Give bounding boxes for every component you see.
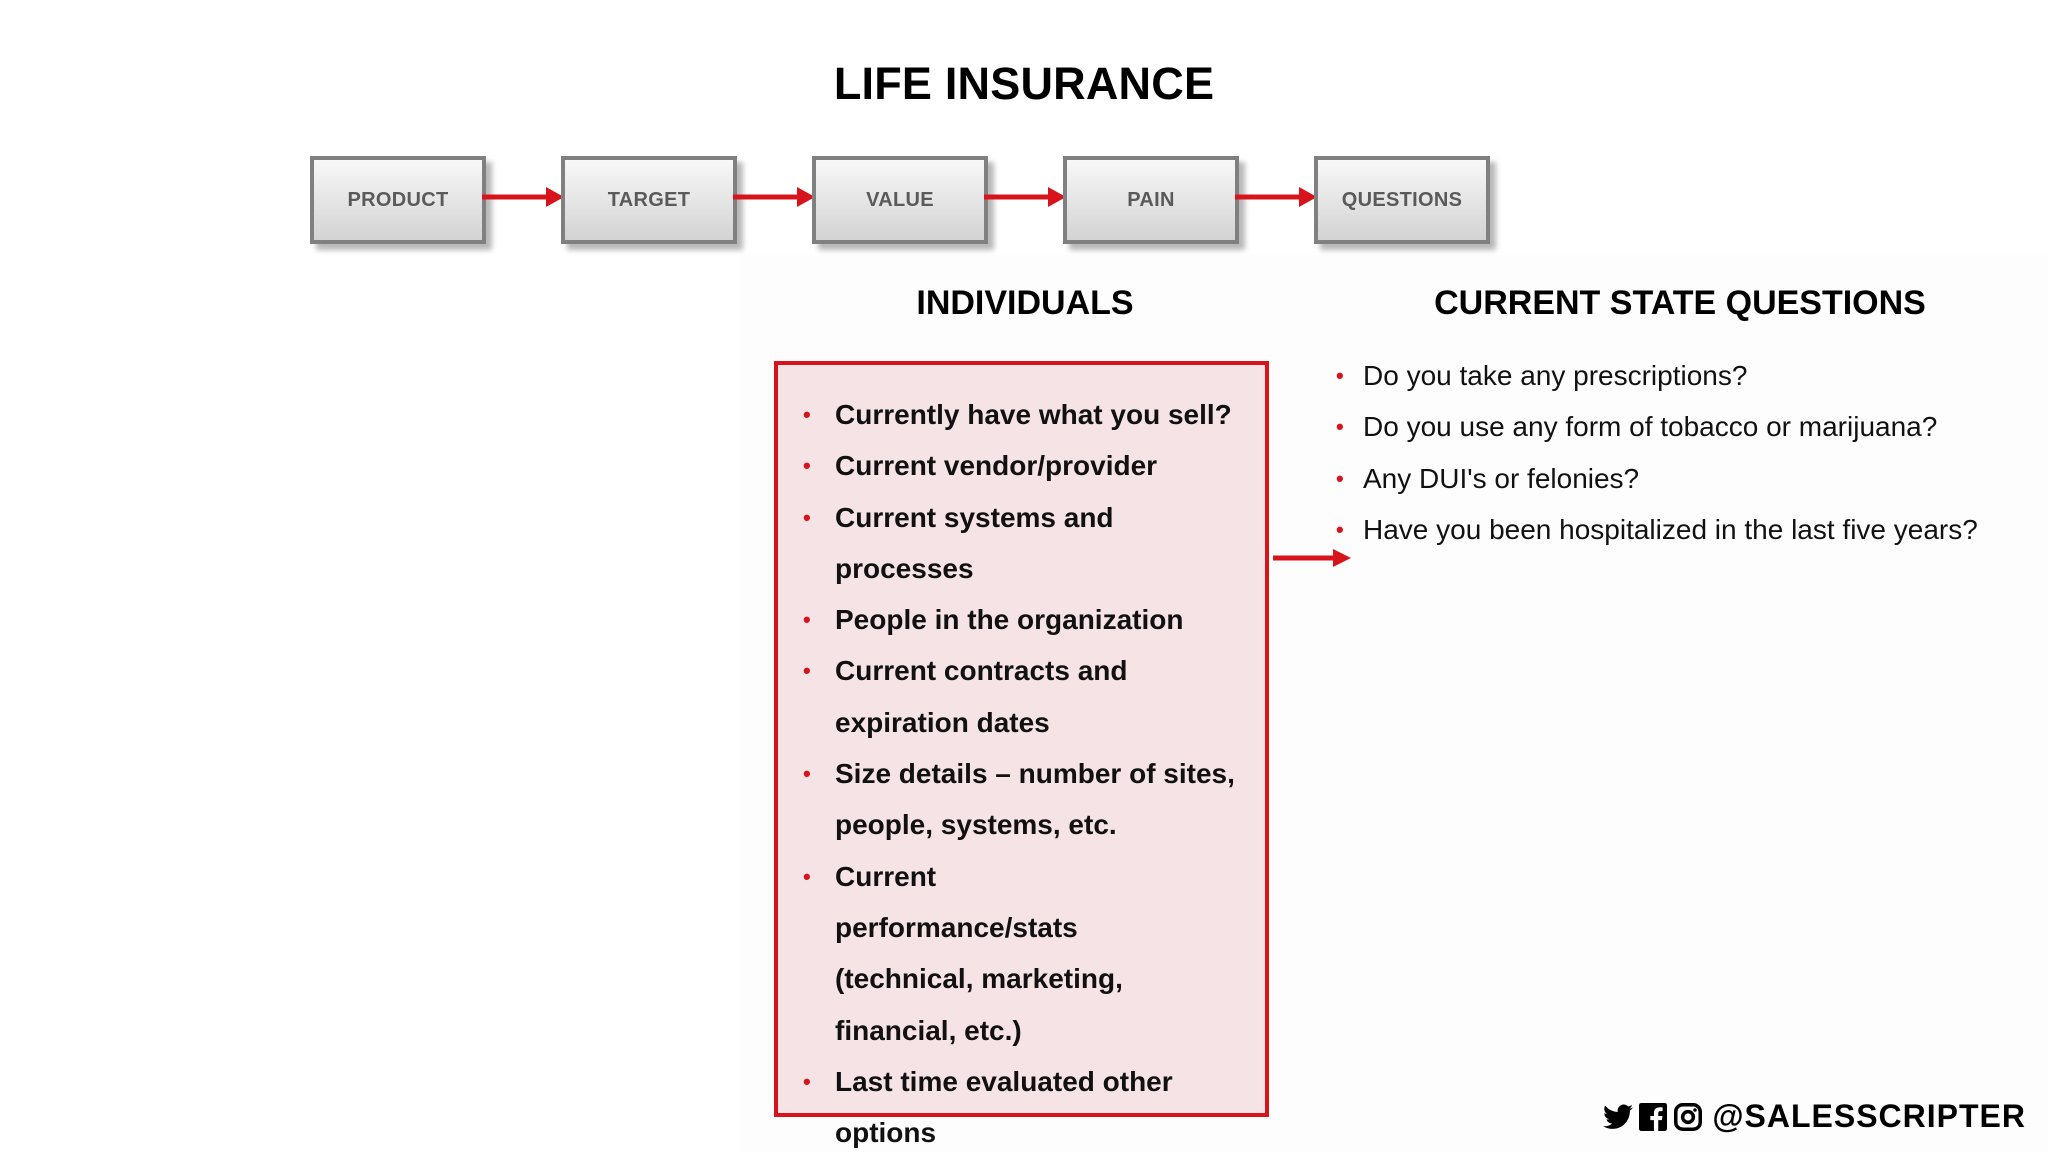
list-item: • Do you use any form of tobacco or marij…	[1330, 401, 2030, 452]
flow-arrow	[1235, 185, 1317, 209]
list-item-text: Have you been hospitalized in the last f…	[1363, 513, 1978, 545]
flow-step-questions: QUESTIONS	[1314, 156, 1490, 244]
flow-arrow	[482, 185, 564, 209]
current-state-heading: CURRENT STATE QUESTIONS	[1434, 284, 1926, 322]
connector-arrow	[1273, 546, 1351, 575]
list-item: • People in the organization	[778, 594, 1265, 645]
list-item-text: Currently have what you sell?	[835, 399, 1232, 430]
bullet-icon: •	[1336, 465, 1344, 491]
list-item: • Current vendor/provider	[778, 440, 1265, 491]
social-handle: @SALESSCRIPTER	[1712, 1098, 2026, 1134]
bullet-icon: •	[803, 504, 811, 530]
list-item-text: Any DUI's or felonies?	[1363, 462, 1640, 494]
bullet-icon: •	[1336, 363, 1344, 388]
footer-social: @SALESSCRIPTER	[1603, 1098, 2026, 1135]
flow-step-value: VALUE	[812, 156, 988, 244]
bullet-icon: •	[803, 607, 811, 633]
current-state-list: • Do you take any prescriptions? • Do you …	[1330, 350, 2030, 555]
list-item-text: Last time evaluated other options	[835, 1065, 1173, 1149]
list-item: • Current systems and processes	[778, 492, 1265, 595]
slide-title: LIFE INSURANCE	[833, 58, 1215, 109]
flow-arrow	[984, 185, 1066, 209]
list-item: • Have you been hospitalized in the last …	[1330, 504, 2030, 555]
list-item: • Do you take any prescriptions?	[1330, 350, 2030, 401]
individuals-list: • Currently have what you sell? • Current …	[778, 389, 1265, 1158]
list-item-text: Do you take any prescriptions?	[1363, 360, 1748, 391]
list-item: • Size details – number of sites, people,…	[778, 748, 1265, 851]
list-item-text: Current systems and processes	[835, 501, 1114, 584]
list-item: • Current contracts and expiration dates	[778, 645, 1265, 748]
bullet-icon: •	[803, 658, 811, 684]
flow-step-product: PRODUCT	[310, 156, 486, 244]
individuals-heading: INDIVIDUALS	[916, 284, 1134, 322]
list-item: • Currently have what you sell?	[778, 389, 1265, 440]
twitter-icon	[1603, 1102, 1634, 1132]
individuals-box: • Currently have what you sell? • Current …	[774, 361, 1269, 1148]
flow-step-target: TARGET	[561, 156, 737, 244]
list-item: • Current performance/stats (technical, m…	[778, 851, 1265, 1056]
list-item-text: Current contracts and expiration dates	[835, 655, 1128, 738]
list-item: • Any DUI's or felonies?	[1330, 453, 2030, 504]
list-item-text: Current vendor/provider	[835, 450, 1158, 482]
list-item-text: Size details – number of sites, people, …	[835, 758, 1235, 841]
bullet-icon: •	[803, 453, 811, 479]
flow-arrow	[733, 185, 815, 209]
bullet-icon: •	[803, 402, 811, 427]
bullet-icon: •	[803, 863, 811, 889]
facebook-icon	[1638, 1102, 1668, 1132]
list-item-text: Do you use any form of tobacco or mariju…	[1363, 411, 1938, 443]
instagram-icon	[1673, 1102, 1703, 1132]
list-item-text: People in the organization	[835, 604, 1184, 636]
bullet-icon: •	[1336, 414, 1344, 440]
flow-step-pain: PAIN	[1063, 156, 1239, 244]
bullet-icon: •	[1336, 516, 1344, 542]
list-item-text: Current performance/stats (technical, ma…	[835, 860, 1123, 1046]
list-item: • Last time evaluated other options	[778, 1056, 1265, 1158]
process-flow: PRODUCT TARGET VALUE PAIN QUESTIONS	[0, 0, 2048, 260]
bullet-icon: •	[803, 1068, 811, 1094]
bullet-icon: •	[803, 761, 811, 787]
